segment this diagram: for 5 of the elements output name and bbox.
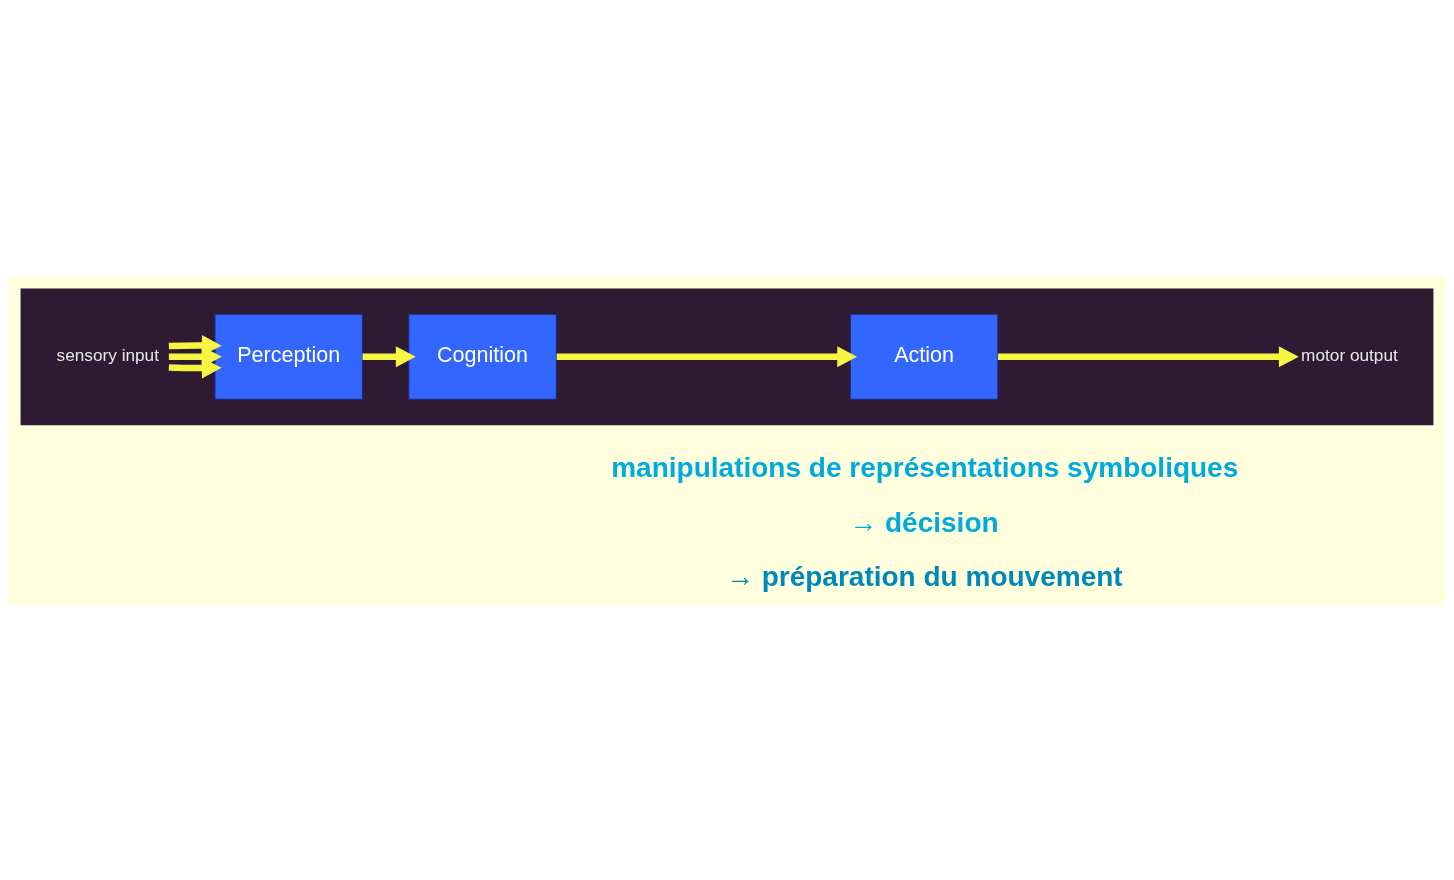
node-text: motor output xyxy=(1301,344,1398,365)
node-text: sensory input xyxy=(56,344,159,365)
label: → décision xyxy=(849,506,999,538)
label: manipulations de représentations symboliques xyxy=(611,451,1239,483)
label: → préparation du mouvement xyxy=(725,560,1123,592)
